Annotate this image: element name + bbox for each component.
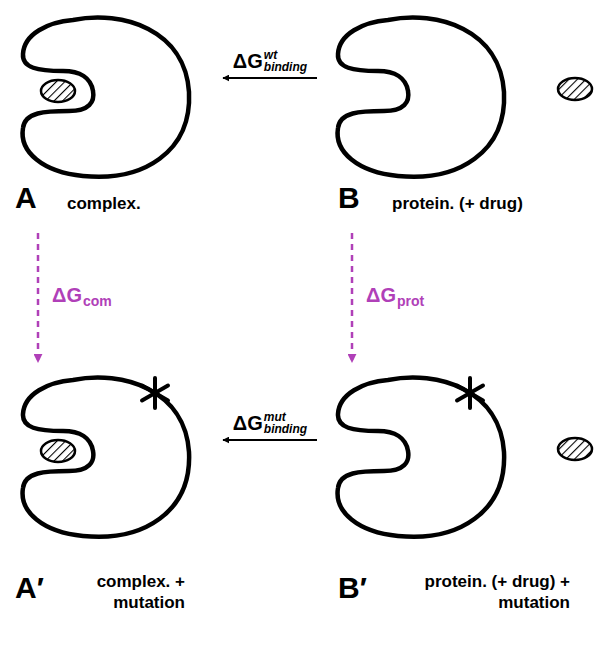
superscript (397, 282, 424, 294)
superscript: wt (264, 49, 307, 62)
index-stack: wtbinding (264, 49, 307, 74)
state-node: Acomplex. (5, 5, 220, 230)
index-stack: prot (397, 282, 424, 309)
drug-molecule (41, 80, 75, 102)
protein-shape (338, 378, 505, 537)
mutation-asterisk (142, 378, 168, 408)
reaction-arrow (223, 439, 317, 441)
drug-molecule (41, 440, 75, 462)
reaction-arrow (351, 233, 354, 362)
subscript: prot (397, 294, 424, 309)
delta-g: ΔG (233, 412, 263, 435)
drug-molecule (558, 78, 592, 100)
drug-molecule (558, 438, 592, 460)
delta-g: ΔG (233, 50, 263, 73)
delta-g: ΔG (366, 284, 396, 307)
subscript: com (83, 294, 112, 309)
reaction-arrow (223, 77, 317, 79)
index-stack: mutbinding (264, 411, 307, 436)
superscript: mut (264, 411, 307, 424)
protein-shape (23, 18, 190, 177)
state-node: Bprotein. (+ drug) (320, 5, 602, 230)
state-node: B′ protein. (+ drug) + mutation (320, 365, 602, 643)
superscript (83, 282, 112, 294)
protein-shape (23, 378, 190, 537)
free-energy-label: ΔGcom (50, 282, 114, 309)
free-energy-label: ΔGprot (364, 282, 426, 309)
state-description: complex. + mutation (67, 571, 185, 614)
state-description: protein. (+ drug) + mutation (392, 571, 570, 614)
protein-shape (338, 18, 505, 177)
mutation-asterisk (457, 378, 483, 408)
index-stack: com (83, 282, 112, 309)
state-description: complex. (67, 193, 141, 214)
state-letter: B′ (338, 573, 367, 603)
state-description: protein. (+ drug) (392, 193, 523, 214)
state-letter: A (15, 183, 37, 213)
reaction-arrow (37, 233, 40, 362)
state-letter: A′ (15, 573, 44, 603)
subscript: binding (264, 423, 307, 436)
delta-g: ΔG (52, 284, 82, 307)
free-energy-label: ΔGmutbinding (231, 411, 309, 436)
free-energy-label: ΔGwtbinding (231, 49, 309, 74)
state-node: A′ complex. + mutation (5, 365, 220, 643)
state-letter: B (338, 183, 360, 213)
subscript: binding (264, 61, 307, 74)
